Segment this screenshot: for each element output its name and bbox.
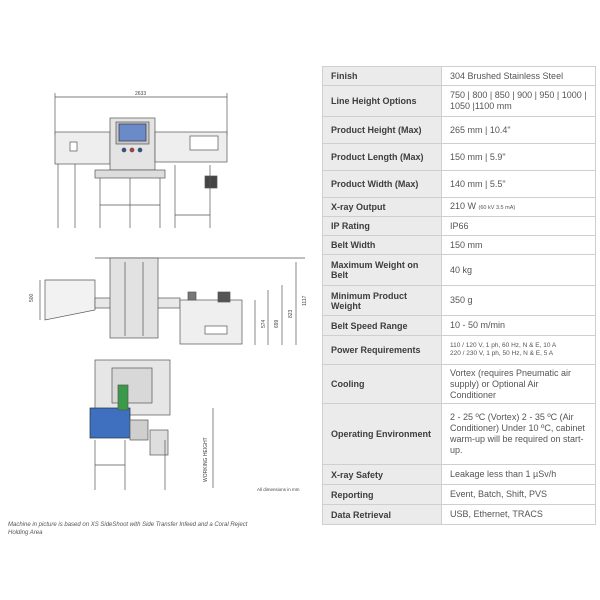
spec-row: Operating Environment 2 - 25 ºC (Vortex)…	[322, 403, 596, 465]
front-view-drawing	[54, 93, 228, 228]
end-view-drawing	[89, 359, 214, 490]
dim-574: 574	[261, 319, 267, 328]
spec-value: 750 | 800 | 850 | 900 | 950 | 1000 | 105…	[441, 85, 596, 117]
spec-table: Finish 304 Brushed Stainless Steel Line …	[322, 66, 596, 525]
dim-1117: 1117	[302, 295, 308, 306]
spec-value: Leakage less than 1 µSv/h	[441, 464, 596, 485]
spec-label: X-ray Safety	[322, 464, 442, 485]
top-width-dimension: 2633	[135, 91, 146, 97]
spec-row: Belt Speed Range 10 - 50 m/min	[322, 315, 596, 336]
spec-value: Vortex (requires Pneumatic air supply) o…	[441, 364, 596, 404]
spec-label: Maximum Weight on Belt	[322, 254, 442, 286]
spec-label: Minimum Product Weight	[322, 285, 442, 316]
spec-value: 10 - 50 m/min	[441, 315, 596, 336]
spec-label: Line Height Options	[322, 85, 442, 117]
machine-drawings: 2633 500 574 699 823 1117	[29, 91, 308, 490]
spec-row: Line Height Options 750 | 800 | 850 | 90…	[322, 85, 596, 117]
spec-label: Product Height (Max)	[322, 116, 442, 144]
spec-value: 210 W	[450, 200, 477, 211]
spec-value: USB, Ethernet, TRACS	[441, 504, 596, 525]
spec-value-line: 220 / 230 V, 1 ph, 50 Hz, N & E, 5 A	[450, 350, 554, 357]
machine-caption: Machine in picture is based on XS SideSh…	[8, 522, 248, 536]
spec-label: Cooling	[322, 364, 442, 404]
spec-row: Maximum Weight on Belt 40 kg	[322, 254, 596, 286]
spec-label: Reporting	[322, 484, 442, 505]
spec-row: Belt Width 150 mm	[322, 235, 596, 255]
spec-label: Power Requirements	[322, 335, 442, 365]
spec-row: X-ray Safety Leakage less than 1 µSv/h	[322, 464, 596, 485]
spec-value: 265 mm | 10.4"	[441, 116, 596, 144]
spec-value: 40 kg	[441, 254, 596, 286]
spec-label: Product Width (Max)	[322, 170, 442, 198]
dimensions-note: All dimensions in mm	[257, 487, 300, 492]
spec-value: 140 mm | 5.5"	[441, 170, 596, 198]
spec-label: Belt Width	[322, 235, 442, 255]
spec-value-line: 110 / 120 V, 1 ph, 60 Hz, N & E, 10 A	[450, 342, 557, 349]
spec-label: Operating Environment	[322, 403, 442, 465]
dim-823: 823	[288, 309, 294, 318]
dim-500: 500	[29, 293, 35, 302]
spec-row: X-ray Output 210 W (60 kV 3.5 mA)	[322, 197, 596, 217]
spec-row: Minimum Product Weight 350 g	[322, 285, 596, 316]
spec-value: 150 mm | 5.9"	[441, 143, 596, 171]
spec-value: IP66	[441, 216, 596, 236]
spec-label: Belt Speed Range	[322, 315, 442, 336]
spec-row: Data Retrieval USB, Ethernet, TRACS	[322, 504, 596, 525]
spec-row: Reporting Event, Batch, Shift, PVS	[322, 484, 596, 505]
spec-label: X-ray Output	[322, 197, 442, 217]
spec-value: Event, Batch, Shift, PVS	[441, 484, 596, 505]
spec-value-note: (60 kV 3.5 mA)	[478, 204, 516, 211]
dim-699: 699	[274, 319, 280, 328]
spec-row: Cooling Vortex (requires Pneumatic air s…	[322, 364, 596, 404]
spec-row: Product Width (Max) 140 mm | 5.5"	[322, 170, 596, 198]
spec-value: 150 mm	[441, 235, 596, 255]
spec-row: Product Length (Max) 150 mm | 5.9"	[322, 143, 596, 171]
working-height-label: WORKING HEIGHT	[203, 437, 209, 482]
spec-value: 2 - 25 ºC (Vortex) 2 - 35 ºC (Air Condit…	[441, 403, 596, 465]
spec-label: Finish	[322, 66, 442, 86]
spec-row: Finish 304 Brushed Stainless Steel	[322, 66, 596, 86]
spec-row: Product Height (Max) 265 mm | 10.4"	[322, 116, 596, 144]
spec-label: Data Retrieval	[322, 504, 442, 525]
spec-row: IP Rating IP66	[322, 216, 596, 236]
spec-label: Product Length (Max)	[322, 143, 442, 171]
spec-value: 350 g	[441, 285, 596, 316]
spec-value: 304 Brushed Stainless Steel	[441, 66, 596, 86]
plan-view-drawing	[39, 257, 305, 345]
spec-label: IP Rating	[322, 216, 442, 236]
spec-row: Power Requirements 110 / 120 V, 1 ph, 60…	[322, 335, 596, 365]
